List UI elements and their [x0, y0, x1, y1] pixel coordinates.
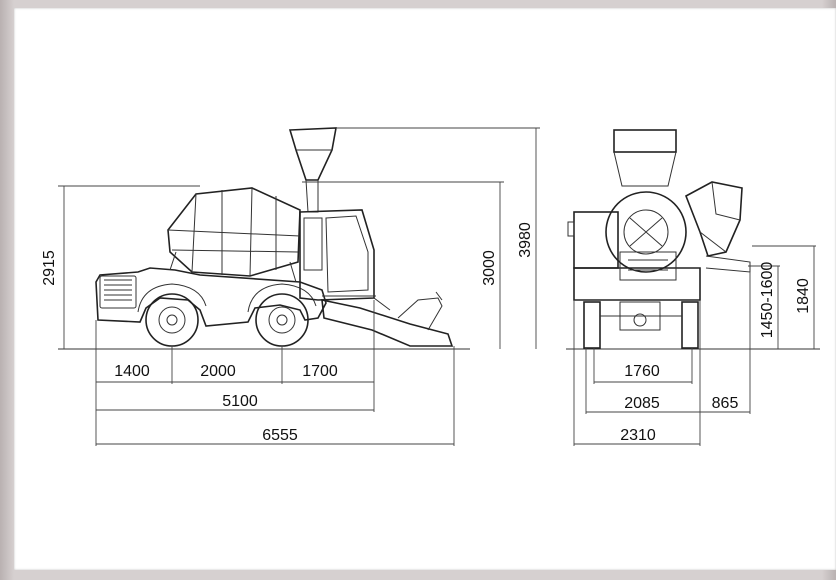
hopper-rear — [613, 129, 677, 153]
mixer-drum — [167, 187, 301, 277]
technical-drawing: 2915 3000 3980 1400 2000 1700 — [41, 127, 820, 446]
mixer-truck-rear — [567, 129, 751, 349]
drawing-sheet: 2915 3000 3980 1400 2000 1700 — [14, 8, 836, 570]
dim-length-total: 6555 — [262, 427, 298, 444]
rear-wheel-right — [681, 301, 699, 349]
drum-rear — [605, 191, 687, 273]
dim-discharge-height: 1450-1600 — [759, 262, 776, 339]
dim-length-body: 5100 — [222, 393, 258, 410]
dim-height-body: 2915 — [41, 250, 58, 286]
loading-hopper — [288, 127, 337, 181]
dim-height-total: 3980 — [517, 222, 534, 258]
dim-rear-overhang: 1700 — [302, 363, 338, 380]
loading-shovel — [321, 298, 454, 347]
rear-view: 1450-1600 1840 1760 2085 865 2310 — [566, 129, 820, 446]
chute-rear — [684, 181, 743, 257]
body-left-rear — [573, 211, 619, 269]
dim-width-body: 2085 — [624, 395, 660, 412]
dim-track: 1760 — [624, 363, 660, 380]
side-view: 2915 3000 3980 1400 2000 1700 — [41, 127, 540, 446]
rear-wheel — [255, 293, 309, 347]
dim-height-cab: 3000 — [481, 250, 498, 286]
dim-chute-height: 1840 — [795, 278, 812, 314]
rear-wheel-left — [583, 301, 601, 349]
dim-front-overhang: 1400 — [114, 363, 150, 380]
mixer-truck-side — [95, 127, 454, 347]
dim-chute-reach: 865 — [712, 395, 739, 412]
dim-wheelbase: 2000 — [200, 363, 236, 380]
front-wheel — [145, 293, 199, 347]
dim-width-total: 2310 — [620, 427, 656, 444]
